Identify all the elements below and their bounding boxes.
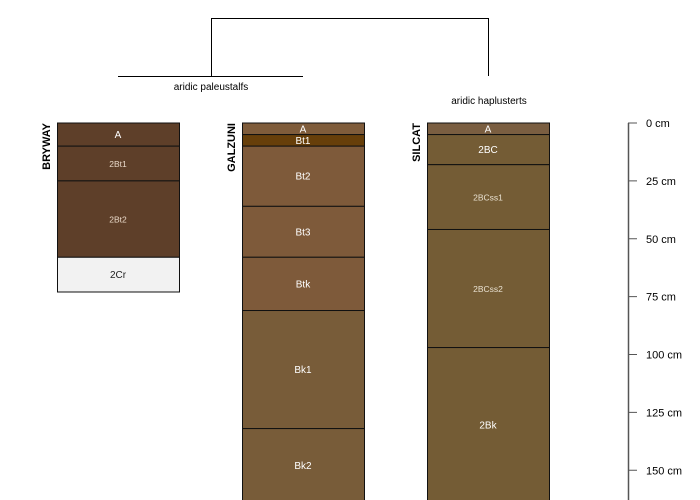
horizon-2bk: 2Bk	[427, 347, 550, 500]
horizon-bt2: Bt2	[242, 145, 365, 207]
horizon-2bt2: 2Bt2	[57, 180, 180, 258]
horizon-bt1: Bt1	[242, 134, 365, 147]
depth-axis: 0 cm 25 cm 50 cm 75 cm 100 cm 125 cm 150 cm	[627, 118, 682, 500]
horizon-label: 2Bt1	[109, 159, 127, 169]
group-label-paleustalfs: aridic paleustalfs	[174, 82, 248, 93]
axis-tick-label: 0 cm	[646, 118, 670, 130]
axis-tick-label: 150 cm	[646, 465, 682, 477]
horizon-label: Bt1	[295, 136, 310, 147]
horizon-label: A	[115, 130, 122, 141]
horizon-label: Bt3	[295, 227, 310, 238]
axis-tick-label: 100 cm	[646, 350, 682, 362]
profile-name: BRYWAY	[41, 122, 53, 170]
profile-silcat: SILCAT A 2BC 2BCss1 2BCss2 2Bk	[411, 122, 550, 500]
axis-tick-label: 50 cm	[646, 234, 676, 246]
horizon-label: Bt2	[295, 172, 310, 183]
horizon-a: A	[57, 122, 180, 147]
horizon-label: 2Cr	[110, 270, 127, 281]
horizon-2bc: 2BC	[427, 134, 550, 166]
horizon-btk: Btk	[242, 256, 365, 312]
horizon-block	[242, 428, 365, 500]
horizon-label: A	[300, 124, 307, 135]
horizon-block	[57, 256, 180, 293]
horizon-bk2: Bk2	[242, 428, 365, 500]
horizon-label: Btk	[296, 279, 311, 290]
horizon-bt3: Bt3	[242, 205, 365, 258]
horizon-label: 2BCss2	[473, 284, 503, 294]
axis-tick-label: 125 cm	[646, 407, 682, 419]
profile-name: GALZUNI	[226, 123, 238, 172]
horizon-label: A	[485, 124, 492, 135]
horizon-block	[242, 256, 365, 312]
horizon-a: A	[427, 122, 550, 135]
horizon-2cr: 2Cr	[57, 256, 180, 293]
profile-name: SILCAT	[411, 123, 423, 162]
axis-tick-label: 25 cm	[646, 176, 676, 188]
horizon-2bcss2: 2BCss2	[427, 228, 550, 349]
horizon-label: 2BCss1	[473, 193, 503, 203]
horizon-label: Bk1	[294, 365, 312, 376]
axis-tick-label: 75 cm	[646, 292, 676, 304]
group-label-haplusterts: aridic haplusterts	[451, 96, 527, 107]
horizon-label: Bk2	[294, 461, 312, 472]
horizon-block	[57, 180, 180, 258]
horizon-bk1: Bk1	[242, 310, 365, 430]
dendrogram: aridic paleustalfs aridic haplusterts	[118, 18, 527, 107]
horizon-2bt1: 2Bt1	[57, 145, 180, 182]
profile-bryway: BRYWAY A 2Bt1 2Bt2 2Cr	[41, 122, 180, 293]
horizon-block	[427, 228, 550, 349]
horizon-block	[427, 347, 550, 500]
horizon-2bcss1: 2BCss1	[427, 164, 550, 230]
horizon-block	[427, 164, 550, 230]
horizon-a: A	[242, 122, 365, 135]
horizon-block	[242, 145, 365, 207]
horizon-label: 2Bt2	[109, 215, 127, 225]
horizon-label: 2BC	[478, 145, 497, 156]
horizon-label: 2Bk	[479, 420, 497, 431]
horizon-block	[242, 310, 365, 430]
horizon-block	[242, 205, 365, 258]
